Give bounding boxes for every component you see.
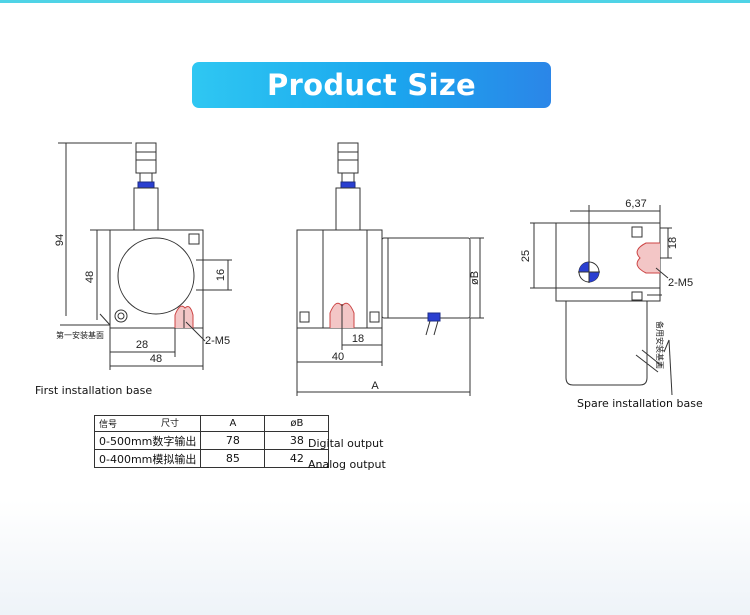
dim-48-vertical: 48 xyxy=(84,271,96,283)
dim-18: 18 xyxy=(352,333,364,345)
table-header-row: 信号 尺寸 A øB xyxy=(93,415,330,432)
digital-output-label: Digital output xyxy=(308,437,384,450)
table-header-A: A xyxy=(200,415,266,432)
table-cell-range: 0-400mm模拟输出 xyxy=(93,449,202,468)
thread-label-left: 2-M5 xyxy=(205,335,230,347)
dim-6-37: 6,37 xyxy=(625,198,646,210)
spec-table: 信号 尺寸 A øB 0-500mm数字输出 78 38 0-400mm模拟输出… xyxy=(93,415,330,468)
table-header-signal: 信号 xyxy=(99,420,118,430)
first-installation-base-caption: First installation base xyxy=(35,384,153,397)
table-row: 0-500mm数字输出 78 38 xyxy=(93,431,330,450)
table-cell-range: 0-500mm数字输出 xyxy=(93,431,202,450)
dim-28: 28 xyxy=(136,339,148,351)
front-view xyxy=(58,142,232,370)
table-header-signal-size: 信号 尺寸 xyxy=(93,415,202,432)
dim-48-horizontal: 48 xyxy=(150,353,162,365)
dim-A: A xyxy=(371,380,379,392)
table-header-size: 尺寸 xyxy=(160,419,179,429)
table-cell-A: 78 xyxy=(200,431,266,450)
table-row: 0-400mm模拟输出 85 42 xyxy=(93,449,330,468)
table-cell-A: 85 xyxy=(200,449,266,468)
dim-16: 16 xyxy=(215,269,227,281)
spare-installation-base-caption: Spare installation base xyxy=(577,397,703,410)
spare-view xyxy=(530,205,673,396)
first-base-cn-label: 第一安装基面 xyxy=(56,330,104,340)
top-accent-line xyxy=(0,0,750,3)
side-view xyxy=(296,142,484,396)
dim-25: 25 xyxy=(520,250,532,262)
background-fade xyxy=(0,500,750,615)
analog-output-label: Analog output xyxy=(308,458,386,471)
dim-18-spare: 18 xyxy=(667,237,679,249)
table-header-B: øB xyxy=(264,415,330,432)
spare-base-cn-label: 备用安装基面 xyxy=(655,321,665,369)
dim-diameter-B: øB xyxy=(469,271,481,285)
dim-94: 94 xyxy=(54,234,66,246)
table-cell-B: 42 xyxy=(264,449,330,468)
page-title-banner: Product Size xyxy=(192,62,551,108)
thread-label-right: 2-M5 xyxy=(668,277,693,289)
dim-40: 40 xyxy=(332,351,344,363)
